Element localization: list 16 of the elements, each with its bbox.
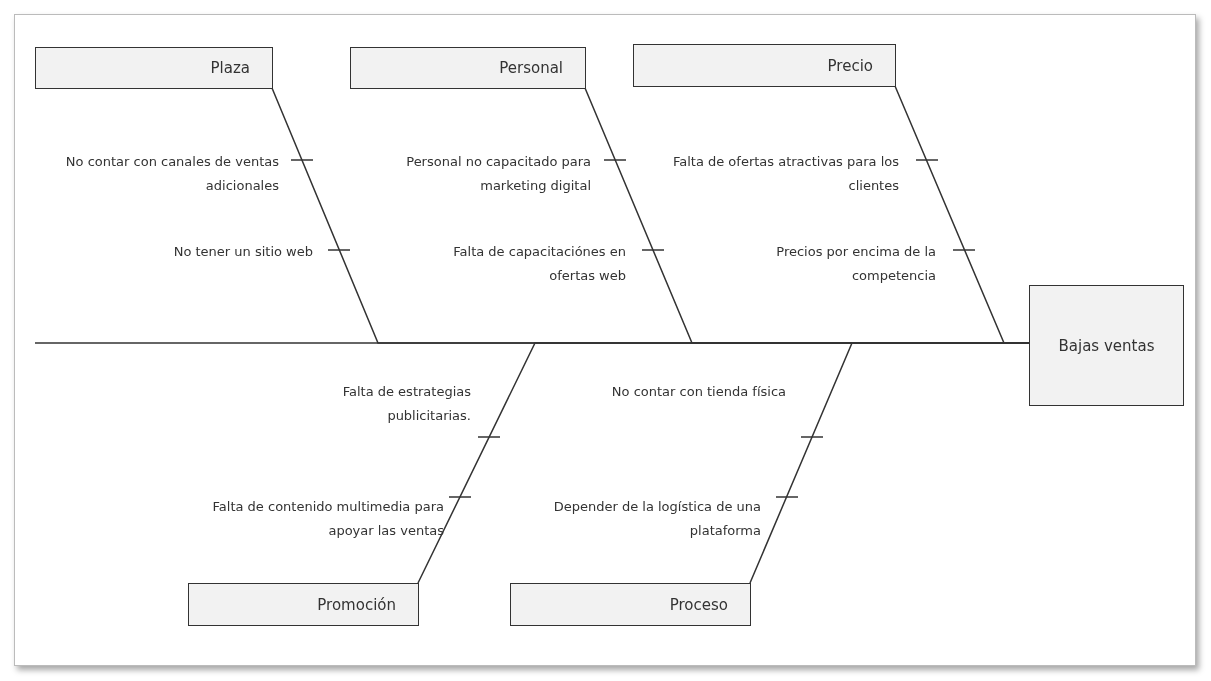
effect-box: Bajas ventas: [1029, 285, 1184, 406]
category-box: Personal: [350, 47, 586, 89]
category-box: Promoción: [188, 583, 419, 626]
cause-text: Personal no capacitado para marketing digital: [405, 153, 591, 195]
cause-text: Falta de contenido multimedia para apoyar las ventas: [211, 498, 444, 540]
cause-text: Falta de estrategias publicitarias.: [341, 383, 471, 425]
cause-text: No tener un sitio web: [173, 243, 313, 261]
cause-text: No contar con canales de ventas adicionales: [64, 153, 279, 195]
cause-text: Depender de la logística de una plataforma: [552, 498, 761, 540]
category-box: Plaza: [35, 47, 273, 89]
cause-text: No contar con tienda física: [611, 383, 786, 401]
cause-text: Falta de ofertas atractivas para los clientes: [671, 153, 899, 195]
cause-text: Precios por encima de la competencia: [775, 243, 936, 285]
cause-text: Falta de capacitaciónes en ofertas web: [452, 243, 626, 285]
category-box: Proceso: [510, 583, 751, 626]
category-box: Precio: [633, 44, 896, 87]
